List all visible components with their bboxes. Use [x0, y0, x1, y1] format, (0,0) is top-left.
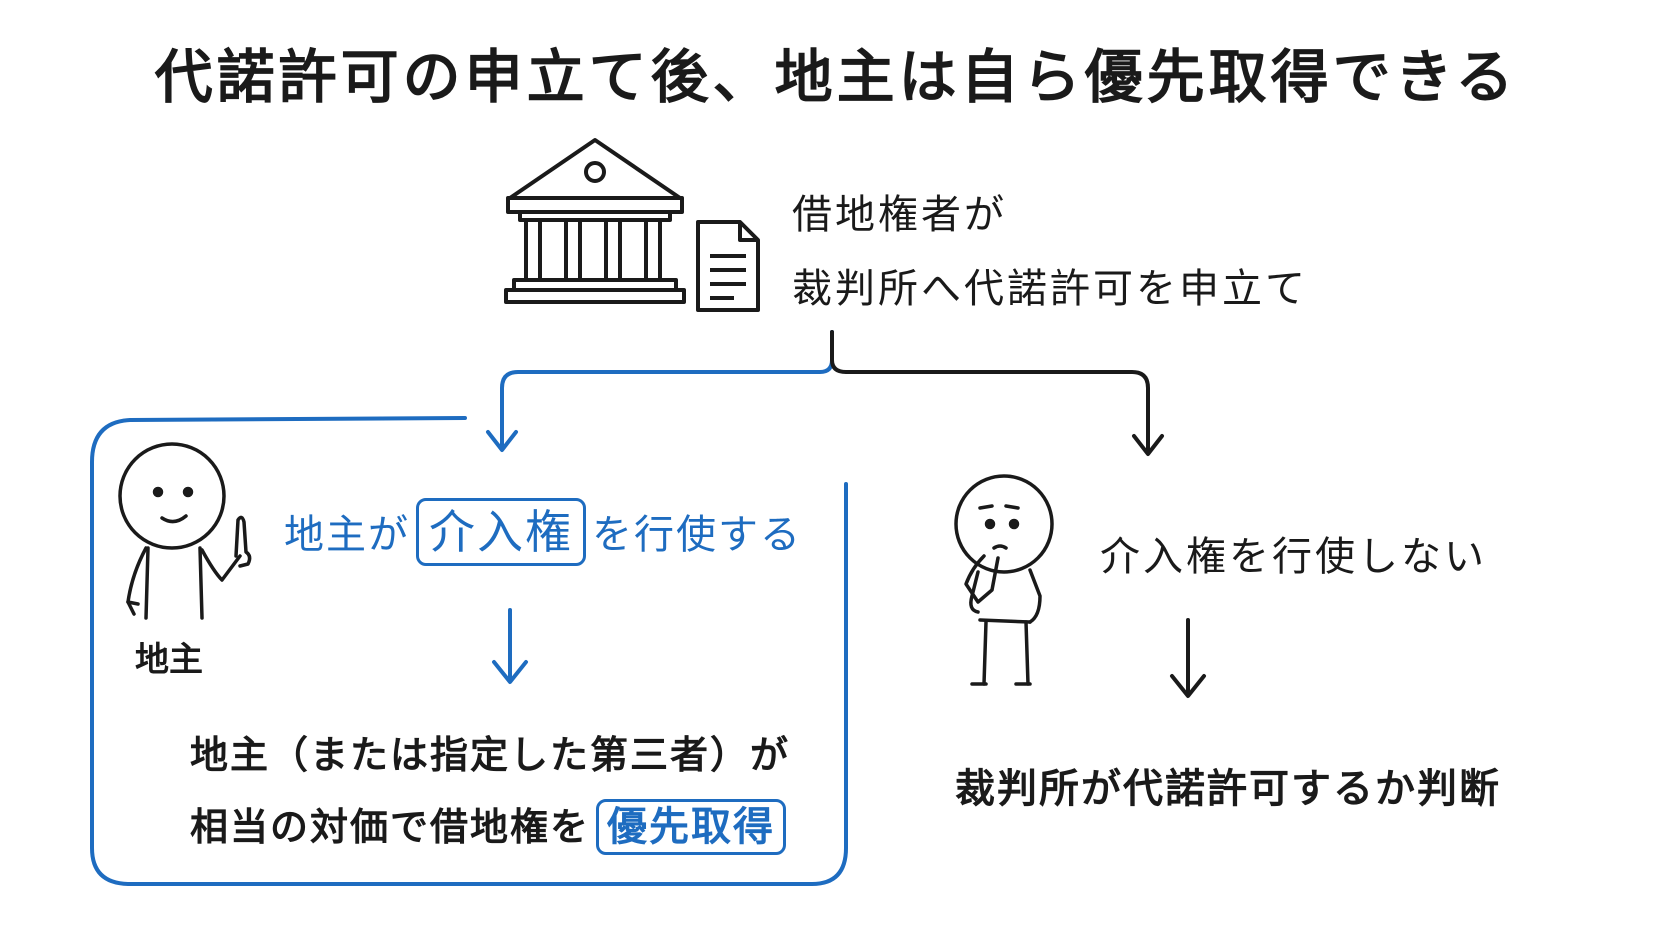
court-decides-statement: 裁判所が代諾許可するか判断 — [955, 766, 1501, 812]
result-line-2-prefix: 相当の対価で借地権を — [190, 805, 591, 849]
petition-line-2: 裁判所へ代諾許可を申立て — [792, 266, 1308, 312]
exercise-prefix: 地主が — [284, 512, 410, 558]
landlord-label: 地主 — [135, 640, 203, 680]
result-line-1: 地主（または指定した第三者）が — [190, 733, 791, 777]
exercise-intervention-statement: 地主が介入権を行使する — [284, 498, 802, 566]
intervention-right-keyword: 介入権 — [416, 498, 586, 566]
no-exercise-statement: 介入権を行使しない — [1100, 534, 1487, 580]
branch-connector — [486, 330, 1164, 456]
priority-acquisition-keyword: 優先取得 — [596, 799, 787, 855]
arrow-down-icon — [1170, 618, 1206, 698]
petition-line-1: 借地権者が — [792, 192, 1007, 238]
page-title: 代諾許可の申立て後、地主は自ら優先取得できる — [154, 43, 1518, 111]
document-icon — [696, 220, 760, 312]
courthouse-icon — [504, 138, 686, 304]
landlord-option-frame — [90, 416, 848, 886]
exercise-suffix: を行使する — [592, 512, 802, 558]
result-line-2: 相当の対価で借地権を優先取得 — [190, 796, 792, 855]
landlord-figure-icon — [118, 442, 252, 620]
thinking-person-icon — [954, 474, 1054, 686]
arrow-down-icon — [492, 608, 528, 684]
